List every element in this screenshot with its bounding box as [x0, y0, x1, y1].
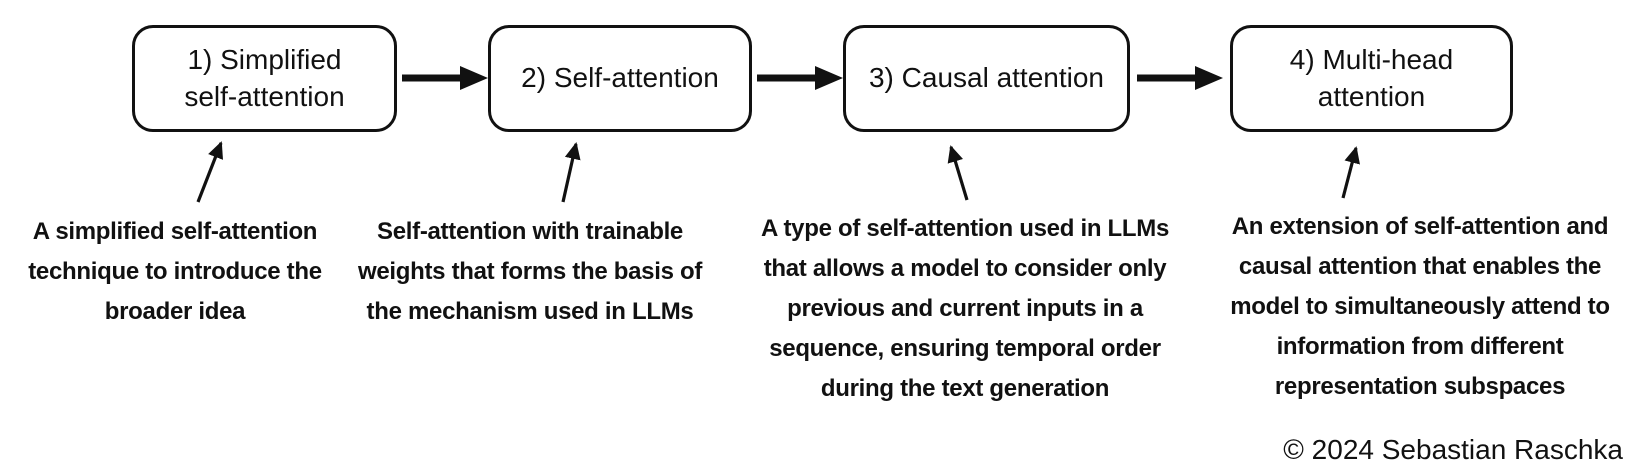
copyright-notice: © 2024 Sebastian Raschka [1283, 434, 1623, 465]
stage-box-label: 3) Causal attention [868, 62, 1105, 94]
flow-arrow-1-icon [402, 66, 488, 90]
stage-description-causal-attention: A type of self-attention used in LLMs th… [760, 215, 1170, 402]
stage-box-causal-attention: 3) Causal attention [843, 25, 1130, 132]
stage-box-label: 4) Multi-head attention [1289, 43, 1454, 112]
stage-description-self-attention: Self-attention with trainable weights th… [357, 218, 703, 325]
stage-box-self-attention: 2) Self-attention [488, 25, 752, 132]
stage-description-simplified-self-attention: A simplified self-attention technique to… [28, 218, 322, 325]
pointer-arrow-4-icon [1341, 146, 1360, 199]
pointer-arrow-3-icon [947, 145, 969, 201]
stage-description-multi-head-attention: An extension of self-attention and causa… [1230, 213, 1610, 400]
pointer-arrow-1-icon [196, 141, 224, 203]
stage-box-simplified-self-attention: 1) Simplified self-attention [132, 25, 397, 132]
pointer-arrow-2-icon [561, 142, 581, 203]
stage-box-label: 2) Self-attention [521, 62, 719, 94]
stage-box-label: 1) Simplified self-attention [184, 43, 345, 112]
stage-box-multi-head-attention: 4) Multi-head attention [1230, 25, 1513, 132]
flow-arrow-3-icon [1137, 66, 1223, 90]
flow-arrow-2-icon [757, 66, 843, 90]
